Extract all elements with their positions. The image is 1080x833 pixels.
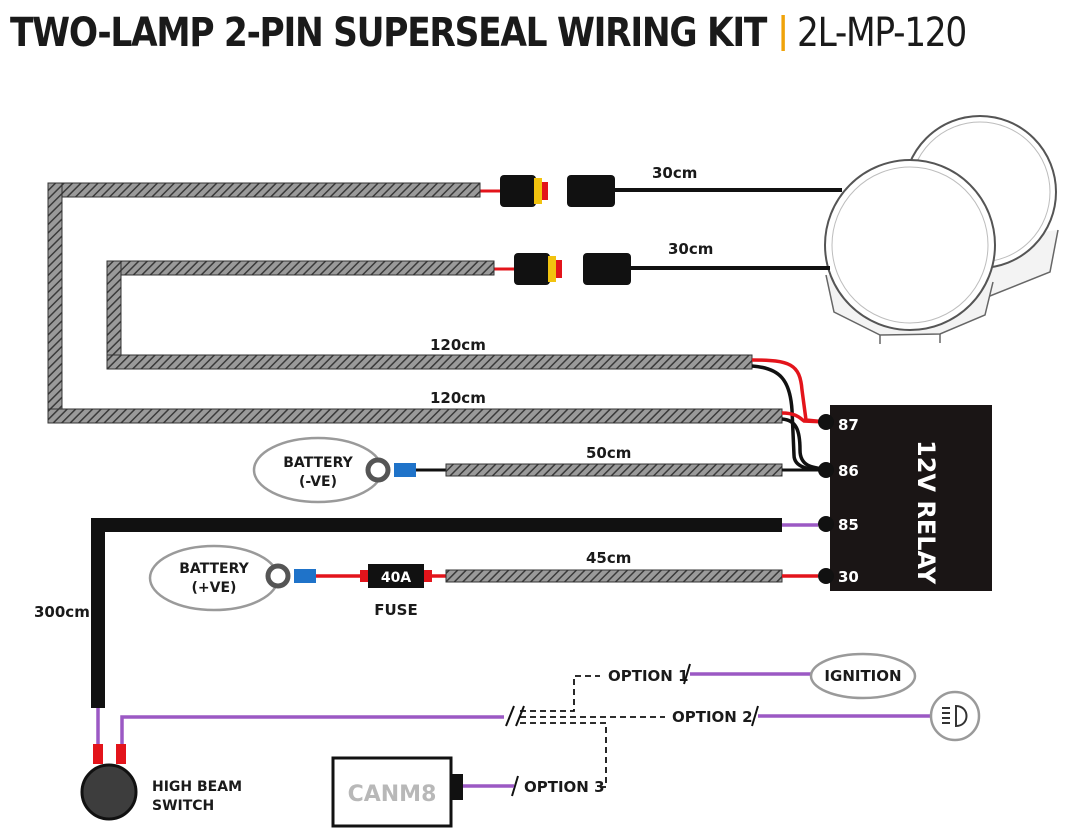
relay-12v: 12V RELAY 87 86 85 30 [818,405,992,591]
fuse-rating: 40A [381,570,411,586]
ignition-source: IGNITION [809,652,917,700]
title-main: TWO-LAMP 2-PIN SUPERSEAL WIRING KIT [10,10,767,56]
switch-label-line2: SWITCH [152,798,214,814]
canm8-module: CANM8 [331,756,463,828]
positive-length-label: 45cm [586,549,631,567]
battery-neg-line1: BATTERY [283,455,353,471]
option2-label: OPTION 2 [672,708,753,726]
title-product-code: 2L-MP-120 [796,10,967,56]
relay-pin-30: 30 [838,568,859,586]
title-separator [781,15,785,51]
outer-loom-length-label: 120cm [430,389,486,407]
option3-label: OPTION 3 [524,778,605,796]
battery-pos-line2: (+VE) [192,580,237,596]
outer-loom [47,182,783,424]
switch-label-line1: HIGH BEAM [152,779,242,795]
headlight-icon [942,704,968,728]
fuse-40a: 40A FUSE [360,564,432,619]
negative-loom [445,463,783,477]
page-title: TWO-LAMP 2-PIN SUPERSEAL WIRING KIT 2L-M… [10,4,967,62]
inner-loom [106,260,753,370]
option-breaks [505,705,525,727]
driving-lamps [824,115,1059,344]
option-dashed-paths [520,675,665,788]
negative-length-label: 50cm [586,444,631,462]
relay-pin-85: 85 [838,516,859,534]
lamp1-length-label: 30cm [652,164,697,182]
battery-negative: BATTERY (-VE) [252,436,416,504]
battery-neg-line2: (-VE) [299,474,337,490]
option1-label: OPTION 1 [608,667,689,685]
high-beam-switch: HIGH BEAM SWITCH [80,744,242,821]
lamp2-connector-pair [514,253,631,285]
switch-loom [91,518,818,708]
canm8-label: CANM8 [348,782,437,807]
relay-label: 12V RELAY [912,440,940,585]
inner-loom-length-label: 120cm [430,336,486,354]
switch-leads [96,708,504,748]
ignition-label: IGNITION [824,667,901,685]
fuse-label: FUSE [374,601,417,619]
relay-pin-86: 86 [838,462,859,480]
front-lamp [824,159,996,344]
positive-loom [445,569,783,583]
switch-loom-length-label: 300cm [34,603,90,621]
lamp2-length-label: 30cm [668,240,713,258]
battery-positive: BATTERY (+VE) [148,544,316,612]
lamp1-connector-pair [500,175,615,207]
battery-pos-line1: BATTERY [179,561,249,577]
relay-pin-87: 87 [838,416,859,434]
high-beam-indicator [929,690,981,742]
